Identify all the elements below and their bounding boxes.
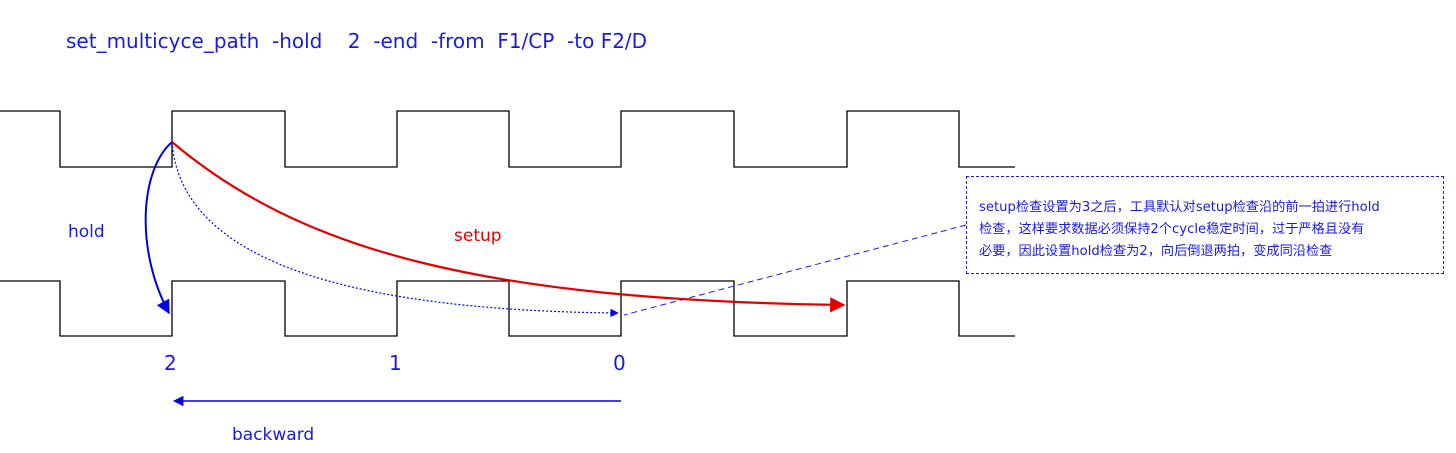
explanation-note: setup检查设置为3之后，工具默认对setup检查沿的前一拍进行hold 检查… bbox=[966, 176, 1444, 274]
note-line-1: setup检查设置为3之后，工具默认对setup检查沿的前一拍进行hold bbox=[979, 200, 1380, 215]
hold-arrow bbox=[144, 141, 173, 315]
hold-label: hold bbox=[68, 222, 105, 242]
capture-clock-waveform bbox=[0, 280, 1015, 337]
edge-number-1: 1 bbox=[389, 351, 402, 375]
setup-arrow bbox=[171, 141, 846, 313]
backward-label: backward bbox=[232, 425, 314, 445]
setup-label: setup bbox=[454, 226, 502, 246]
launch-clock-waveform bbox=[0, 110, 1015, 168]
command-text: set_multicyce_path -hold 2 -end -from F1… bbox=[66, 29, 647, 53]
edge-number-0: 0 bbox=[613, 351, 626, 375]
default-hold-dotted-arrow bbox=[171, 141, 619, 318]
note-connector-line bbox=[623, 224, 967, 316]
edge-number-2: 2 bbox=[164, 351, 177, 375]
note-line-2: 检查，这样要求数据必须保持2个cycle稳定时间，过于严格且没有 bbox=[979, 222, 1365, 237]
note-line-3: 必要，因此设置hold检查为2，向后倒退两拍，变成同沿检查 bbox=[979, 244, 1333, 259]
